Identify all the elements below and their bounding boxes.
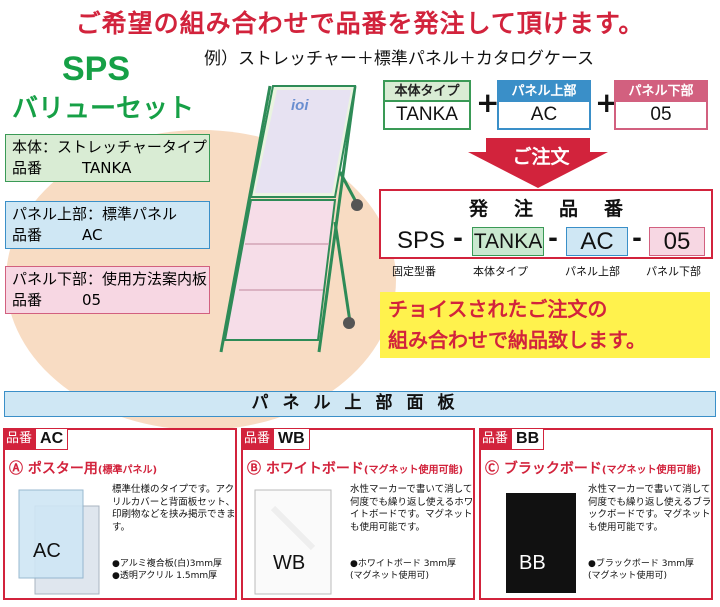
badge-code: WB (273, 428, 310, 450)
spec-label: 品番 (12, 226, 43, 244)
spec-box-lower: パネル下部：使用方法案内板 品番 05 (5, 266, 210, 314)
spec-value: ストレッチャータイプ (57, 138, 207, 156)
badge-label: 品番 (479, 428, 512, 450)
sample-code: BB (519, 552, 546, 574)
product-set: バリューセット (12, 94, 195, 124)
code-dash: - (632, 224, 642, 252)
card-title: Ⓒ ブラックボード(マグネット使用可能) (485, 458, 701, 478)
panel-card-bb: 品番 BB Ⓒ ブラックボード(マグネット使用可能) BB 水性マーカーで書いて… (479, 428, 713, 600)
order-code-fixed: SPS (396, 227, 446, 254)
spec-box-body: 本体：ストレッチャータイプ 品番 TANKA (5, 134, 210, 182)
code-dash: - (453, 224, 463, 252)
choice-banner: チョイスされたご注文の 組み合わせで納品致します。 (380, 292, 710, 358)
order-title: 発注品番 (468, 198, 649, 220)
card-mark: Ⓐ (9, 461, 23, 477)
part-label: 本体タイプ (385, 82, 469, 102)
spec-code: TANKA (82, 159, 132, 177)
card-subtitle: (標準パネル) (97, 465, 158, 476)
order-label-upper: パネル上部 (565, 265, 620, 278)
code-badge: 品番 AC (3, 428, 69, 450)
part-body-type: 本体タイプ TANKA (383, 80, 471, 130)
card-description: 水性マーカーで書いて消して何度でも繰り返し使えるブラックボードです。マグネットも… (588, 484, 712, 533)
spec-line: ●透明アクリル 1.5mm厚 (112, 571, 218, 581)
spec-value: 標準パネル (102, 205, 178, 223)
acrylic-panel-icon (18, 489, 100, 595)
stand-illustration: ioi (219, 85, 363, 353)
order-code-body: TANKA (472, 227, 544, 256)
badge-label: 品番 (3, 428, 36, 450)
spec-line: ●ブラックボード 3mm厚 (588, 559, 694, 569)
panel-card-wb: 品番 WB Ⓑ ホワイトボード(マグネット使用可能) WB 水性マーカーで書いて… (241, 428, 475, 600)
badge-label: 品番 (241, 428, 274, 450)
down-arrow-icon (468, 138, 608, 188)
part-label: パネル下部 (616, 82, 706, 102)
spec-value: 使用方法案内板 (102, 270, 208, 288)
spec-code: 05 (82, 291, 102, 309)
product-name: SPS (62, 50, 131, 88)
choice-line: チョイスされたご注文の (388, 297, 608, 321)
card-subtitle: (マグネット使用可能) (363, 465, 464, 476)
badge-code: AC (35, 428, 69, 450)
card-title-text: ホワイトボード (265, 461, 364, 477)
code-badge: 品番 BB (479, 428, 545, 450)
card-description: 標準仕様のタイプです。アクリルカバーと背面板セット、印刷物などを挟み掲示できます… (112, 484, 236, 533)
spec-label: 品番 (12, 159, 43, 177)
order-label-lower: パネル下部 (646, 265, 701, 278)
order-code-lower: 05 (649, 227, 705, 256)
part-value: 05 (650, 104, 672, 125)
badge-code: BB (511, 428, 545, 450)
spec-line: ●ホワイトボード 3mm厚 (350, 559, 456, 569)
sample-code: WB (273, 552, 306, 574)
card-title-text: ブラックボード (503, 461, 602, 477)
card-spec: ●アルミ複合板(白)3mm厚 ●透明アクリル 1.5mm厚 (112, 558, 237, 582)
part-label: パネル上部 (499, 82, 589, 102)
card-description: 水性マーカーで書いて消して何度でも繰り返し使えるホワイトボードです。マグネットも… (350, 484, 474, 533)
card-title: Ⓐ ポスター用(標準パネル) (9, 458, 157, 478)
sample-code: AC (33, 540, 61, 562)
plus-sign: + (476, 86, 500, 119)
card-mark: Ⓑ (247, 461, 261, 477)
whiteboard-icon (254, 489, 332, 595)
spec-label: 本体： (12, 138, 58, 156)
blackboard-icon (506, 493, 576, 593)
spec-box-upper: パネル上部：標準パネル 品番 AC (5, 201, 210, 249)
card-spec: ●ホワイトボード 3mm厚 (マグネット使用可) (350, 558, 475, 582)
code-dash: - (548, 224, 558, 252)
order-code-upper: AC (566, 227, 628, 256)
spec-code: AC (82, 226, 103, 244)
plus-sign: + (595, 86, 619, 119)
part-panel-upper: パネル上部 AC (497, 80, 591, 130)
spec-label: パネル上部： (12, 205, 103, 223)
panel-section-title: パネル上部面板 (4, 391, 716, 417)
code-badge: 品番 WB (241, 428, 310, 450)
panel-card-ac: 品番 AC Ⓐ ポスター用(標準パネル) AC 標準仕様のタイプです。アクリルカ… (3, 428, 237, 600)
spec-label: 品番 (12, 291, 43, 309)
part-panel-lower: パネル下部 05 (614, 80, 708, 130)
headline: ご希望の組み合わせで品番を発注して頂けます。 (75, 9, 645, 38)
order-label: ご注文 (512, 146, 570, 168)
card-mark: Ⓒ (485, 461, 499, 477)
example-text: 例）ストレッチャー＋標準パネル＋カタログケース (204, 49, 594, 69)
choice-line: 組み合わせで納品致します。 (388, 328, 646, 352)
part-value: AC (530, 104, 558, 125)
svg-text:ioi: ioi (291, 97, 309, 114)
spec-line: (マグネット使用可) (350, 571, 430, 581)
spec-line: (マグネット使用可) (588, 571, 668, 581)
part-value: TANKA (396, 104, 458, 125)
order-label-fixed: 固定型番 (392, 265, 436, 278)
order-label-body: 本体タイプ (473, 265, 528, 278)
card-subtitle: (マグネット使用可能) (601, 465, 702, 476)
spec-line: ●アルミ複合板(白)3mm厚 (112, 559, 223, 569)
card-spec: ●ブラックボード 3mm厚 (マグネット使用可) (588, 558, 713, 582)
spec-label: パネル下部： (12, 270, 103, 288)
card-title: Ⓑ ホワイトボード(マグネット使用可能) (247, 458, 463, 478)
card-title-text: ポスター用 (27, 461, 98, 477)
order-code-box: 発注品番 SPS - TANKA - AC - 05 (379, 189, 713, 259)
